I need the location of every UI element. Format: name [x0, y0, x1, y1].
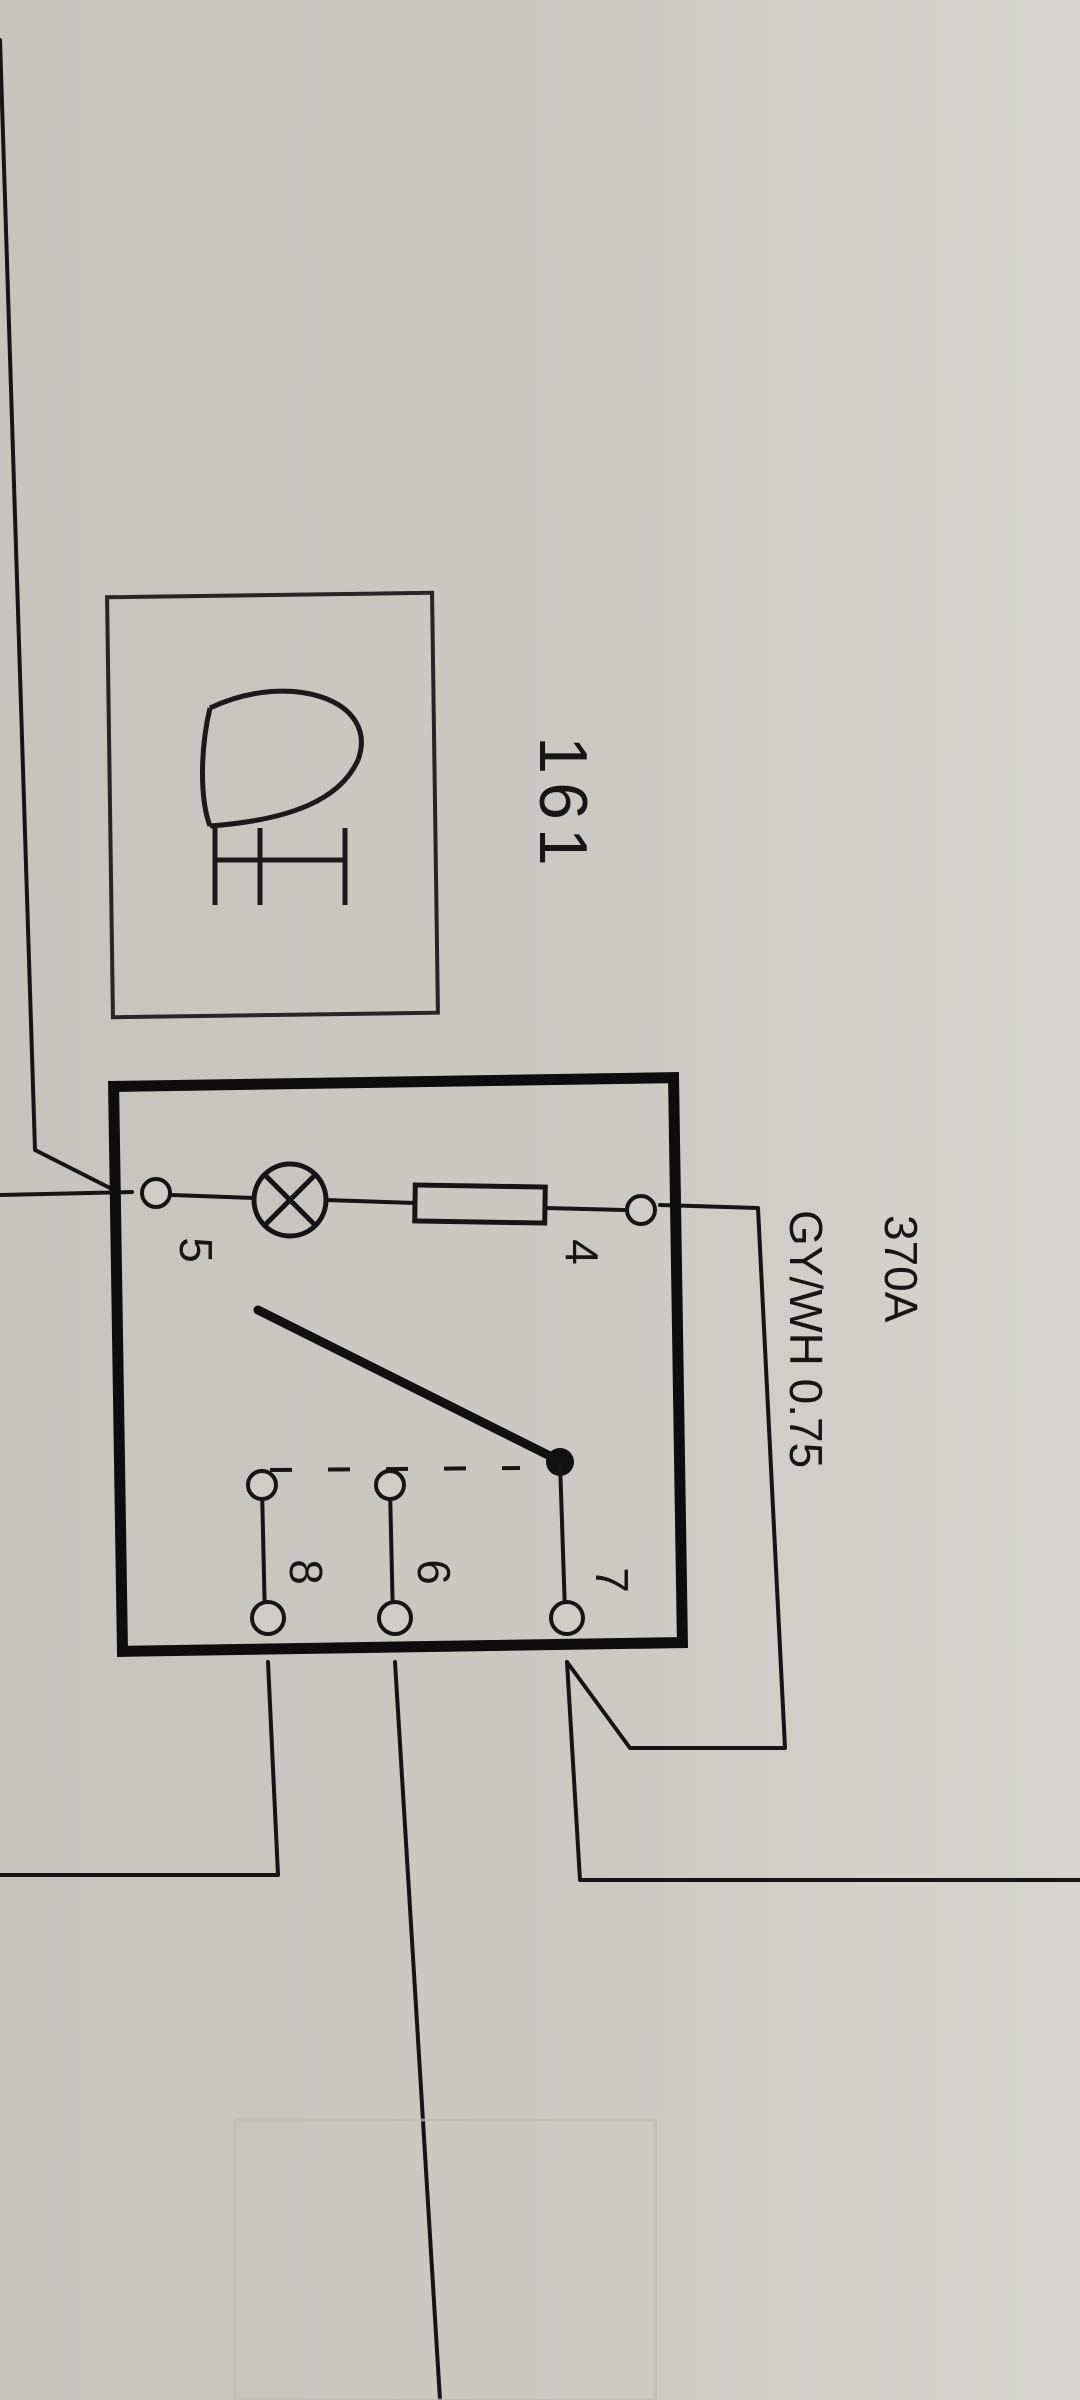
- relay-box: [108, 1072, 688, 1657]
- relay-pin-6-label: 6: [408, 1559, 460, 1585]
- relay-contact-8-open: [246, 1469, 278, 1501]
- component-number: 161: [525, 736, 601, 873]
- switch-contact: [253, 1305, 574, 1622]
- component-box: [105, 590, 440, 1020]
- wires: [0, 38, 1080, 2400]
- wire-circuit-label: 370A: [875, 1215, 927, 1323]
- relay-internal-wire-c: [543, 1206, 627, 1212]
- relay-pin-7-label: 7: [586, 1567, 638, 1593]
- relay-pin-6-terminal: [377, 1600, 413, 1636]
- wire-top-left: [0, 38, 112, 1190]
- wire-color-gauge-label: GY/WH 0.75: [780, 1210, 832, 1468]
- wire-pin8: [0, 1660, 280, 1877]
- resistor-icon: [412, 1182, 548, 1226]
- wire-pin7: [565, 1660, 1080, 1882]
- relay-pin-5-terminal: [140, 1177, 172, 1209]
- relay-internal-wire-b: [324, 1198, 417, 1205]
- wire-370a-loop: [565, 1203, 787, 1750]
- relay-contact-6-open: [374, 1469, 406, 1501]
- relay-pin-4-terminal: [625, 1194, 657, 1226]
- wire-labels: 370A GY/WH 0.75: [780, 1210, 927, 1468]
- relay-pin-7-terminal: [549, 1600, 585, 1636]
- relay-pin-5-label: 5: [170, 1237, 222, 1263]
- relay-internal-wire-a: [170, 1193, 256, 1200]
- wire-pin6: [393, 1660, 442, 2400]
- faint-box-outline: [233, 2118, 657, 2400]
- relay-pin-4-label: 4: [556, 1239, 608, 1265]
- relay-pin-8-label: 8: [280, 1559, 332, 1585]
- headlamp-icon: [200, 688, 364, 905]
- relay: 5 4 8 6 7: [108, 1072, 688, 1657]
- relay-pin-8-terminal: [250, 1600, 286, 1636]
- component-161: 161: [105, 590, 601, 1020]
- lamp-icon: [251, 1161, 329, 1239]
